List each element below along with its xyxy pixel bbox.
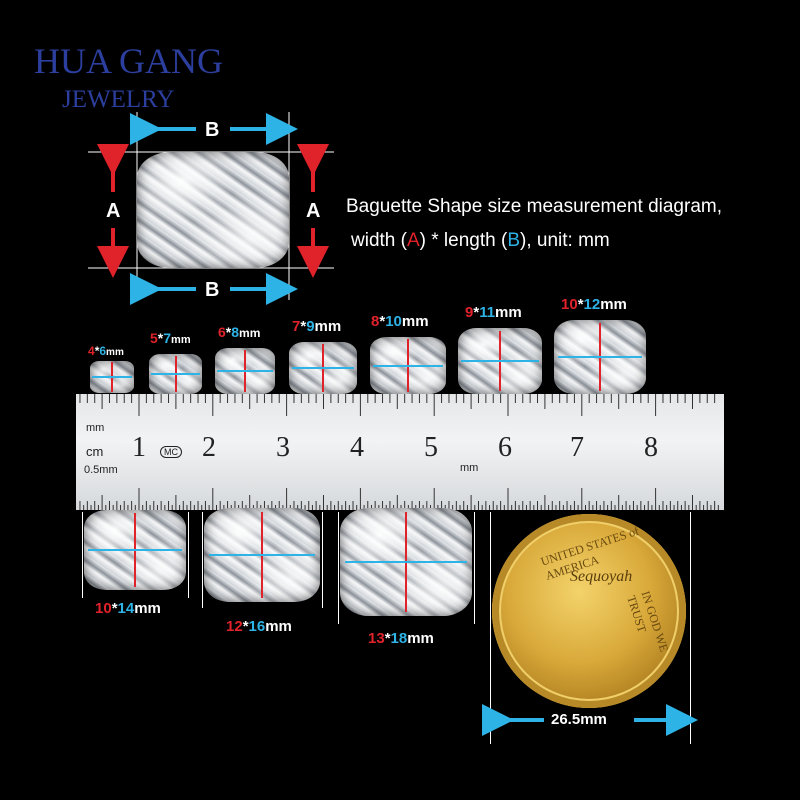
ruler-unit-mm-2: mm xyxy=(460,462,479,474)
unit: mm xyxy=(239,326,261,340)
coin: UNITED STATES of AMERICA IN GOD WE TRUST… xyxy=(492,514,686,708)
unit: mm xyxy=(265,618,292,635)
ruler-number: 3 xyxy=(276,432,290,463)
unit: mm xyxy=(600,296,627,313)
gem-diagram xyxy=(137,152,289,268)
ruler: mm cm 0.5mm mm MC 1 2 3 4 5 6 7 8 xyxy=(76,394,724,510)
unit: mm xyxy=(314,318,342,335)
ruler-mark: MC xyxy=(160,446,182,458)
dim-line xyxy=(322,512,323,608)
ruler-number: 2 xyxy=(202,432,216,463)
label-b-top: B xyxy=(205,119,219,141)
dim-line xyxy=(690,512,691,744)
unit: mm xyxy=(171,334,191,346)
size-label-13x18: 13*18mm xyxy=(368,630,434,647)
coin-side-text: IN GOD WE TRUST xyxy=(624,589,672,654)
length-value: 10 xyxy=(385,313,402,330)
gem-5x7 xyxy=(149,354,202,394)
label-a-left: A xyxy=(106,200,120,222)
width-value: 13 xyxy=(368,630,385,647)
unit: mm xyxy=(134,600,161,617)
desc-width-letter: A xyxy=(406,230,420,251)
gem-6x8 xyxy=(215,348,275,394)
size-label-6x8: 6*8mm xyxy=(218,324,261,340)
unit: mm xyxy=(106,347,124,358)
width-value: 7 xyxy=(292,318,301,335)
size-label-4x6: 4*6mm xyxy=(88,344,124,358)
ruler-number: 5 xyxy=(424,432,438,463)
width-value: 6 xyxy=(218,324,226,340)
width-value: 9 xyxy=(465,304,474,321)
description-line-1: Baguette Shape size measurement diagram, xyxy=(346,196,722,217)
gem-9x11 xyxy=(458,328,542,394)
size-label-7x9: 7*9mm xyxy=(292,318,342,335)
size-label-10x14: 10*14mm xyxy=(95,600,161,617)
gem-10x12 xyxy=(554,320,646,394)
size-label-8x10: 8*10mm xyxy=(371,313,429,330)
length-value: 7 xyxy=(163,330,172,346)
length-value: 8 xyxy=(231,324,240,340)
ruler-number: 6 xyxy=(498,432,512,463)
length-value: 14 xyxy=(117,600,135,617)
width-value: 10 xyxy=(95,600,112,617)
ruler-number: 8 xyxy=(644,432,658,463)
width-value: 4 xyxy=(88,344,95,358)
gem-13x18 xyxy=(340,508,472,616)
size-label-9x11: 9*11mm xyxy=(465,304,522,321)
length-value: 18 xyxy=(390,630,408,647)
gem-7x9 xyxy=(289,342,357,394)
gem-4x6 xyxy=(90,361,134,393)
label-b-bottom: B xyxy=(205,279,219,301)
unit: mm xyxy=(495,304,522,321)
ruler-unit-half: 0.5mm xyxy=(84,464,118,476)
size-label-5x7: 5*7mm xyxy=(150,330,191,346)
size-label-12x16: 12*16mm xyxy=(226,618,292,635)
dim-line xyxy=(202,512,203,608)
dim-line xyxy=(188,512,189,598)
desc-text: ), unit: mm xyxy=(520,230,610,251)
gem-8x10 xyxy=(370,337,446,394)
brand-subtitle: JEWELRY xyxy=(62,86,175,113)
length-value: 9 xyxy=(306,318,315,335)
brand-name: HUA GANG xyxy=(34,41,223,81)
ruler-number: 7 xyxy=(570,432,584,463)
width-value: 12 xyxy=(226,618,243,635)
dim-line xyxy=(474,512,475,624)
width-value: 8 xyxy=(371,313,380,330)
unit: mm xyxy=(401,313,429,330)
length-value: 16 xyxy=(248,618,266,635)
length-value: 11 xyxy=(479,304,496,321)
unit: mm xyxy=(407,630,434,647)
coin-name: Sequoyah xyxy=(570,568,633,585)
desc-text: width ( xyxy=(351,230,407,251)
ruler-unit-cm: cm xyxy=(86,444,104,459)
dim-line xyxy=(490,512,491,744)
width-value: 5 xyxy=(150,330,158,346)
desc-length-letter: B xyxy=(507,230,520,251)
ruler-number: 4 xyxy=(350,432,364,463)
length-value: 6 xyxy=(99,344,107,358)
desc-text: ) * length ( xyxy=(419,230,508,251)
dim-line xyxy=(82,512,83,598)
gem-10x14 xyxy=(84,510,186,590)
dim-line xyxy=(338,512,339,624)
ruler-unit-mm: mm xyxy=(86,422,105,434)
length-value: 12 xyxy=(583,296,601,313)
size-label-10x12: 10*12mm xyxy=(561,296,627,313)
ruler-number: 1 xyxy=(132,432,146,463)
width-value: 10 xyxy=(561,296,578,313)
coin-diameter-label: 26.5mm xyxy=(551,711,607,728)
description-line-2: width (A) * length (B), unit: mm xyxy=(346,224,722,258)
diagram-description: Baguette Shape size measurement diagram,… xyxy=(346,190,722,258)
label-a-right: A xyxy=(306,200,320,222)
gem-12x16 xyxy=(204,508,320,602)
